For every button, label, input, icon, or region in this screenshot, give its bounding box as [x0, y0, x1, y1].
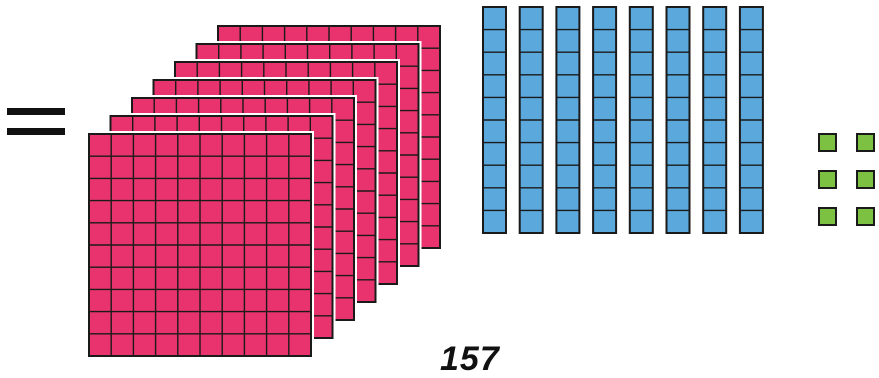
tens-rods — [482, 6, 764, 234]
one-unit — [856, 170, 875, 189]
ten-rod — [665, 6, 691, 234]
one-unit — [856, 207, 875, 226]
ten-rod — [592, 6, 618, 234]
one-unit — [818, 207, 837, 226]
ten-rod — [555, 6, 581, 234]
one-unit — [818, 170, 837, 189]
one-unit — [856, 133, 875, 152]
ten-rod — [738, 6, 764, 234]
ten-rod — [628, 6, 654, 234]
hundred-flat — [86, 131, 314, 359]
one-unit — [818, 133, 837, 152]
ten-rod — [702, 6, 728, 234]
equals-sign — [7, 108, 65, 135]
base-ten-blocks-diagram — [7, 6, 875, 359]
ten-rod — [482, 6, 507, 234]
ten-rod — [518, 6, 544, 234]
number-caption: 157 — [440, 340, 500, 378]
ones-units — [818, 133, 875, 226]
hundreds-flats — [86, 23, 443, 359]
